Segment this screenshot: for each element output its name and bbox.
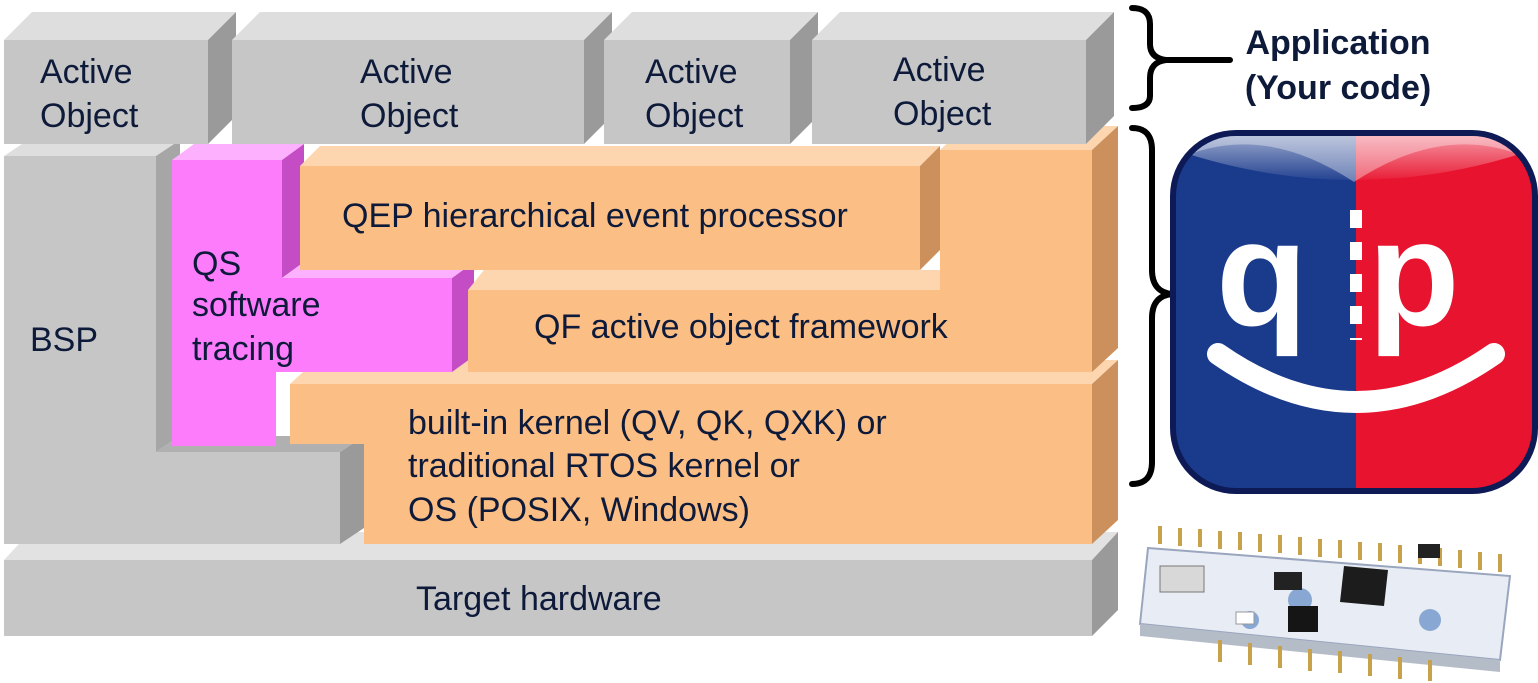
logo-letter-p: p [1368, 189, 1460, 357]
kernel-label-line3: OS (POSIX, Windows) [408, 491, 750, 529]
application-brace [1129, 5, 1233, 111]
active-object-block-4 [812, 12, 1114, 144]
active-object-block-1 [4, 12, 236, 144]
active-object-block-3 [604, 12, 818, 144]
nucleo-board-picture [1138, 526, 1512, 681]
active-object-1-line2: Object [40, 97, 139, 135]
kernel-label-line1: built-in kernel (QV, QK, QXK) or [408, 404, 887, 442]
qs-label-line1: QS [192, 245, 241, 283]
qep-label: QEP hierarchical event processor [342, 197, 848, 235]
application-label-line1: Application [1245, 24, 1430, 62]
active-object-2-line1: Active [360, 53, 453, 91]
target-hardware-label: Target hardware [416, 580, 662, 618]
logo-smile [1207, 343, 1505, 413]
kernel-label-line2: traditional RTOS kernel or [408, 447, 800, 485]
qs-label-line3: tracing [192, 330, 294, 368]
active-object-4-line1: Active [893, 51, 986, 89]
qp-logo: q p [1170, 130, 1538, 494]
active-object-2-line2: Object [360, 97, 459, 135]
logo-letter-q: q [1216, 189, 1308, 357]
board-mcu-chip [1340, 566, 1388, 606]
qep-block [300, 146, 940, 270]
qf-label: QF active object framework [534, 308, 949, 346]
board-usb-connector [1159, 565, 1205, 593]
active-object-1-line1: Active [40, 53, 133, 91]
active-object-4-line2: Object [893, 95, 992, 133]
active-object-3-line1: Active [645, 53, 738, 91]
qf-block [468, 270, 1092, 372]
application-label-line2: (Your code) [1245, 69, 1431, 107]
logo-red-half [1356, 136, 1532, 488]
active-object-3-line2: Object [645, 97, 744, 135]
qs-label-line2: software [192, 286, 321, 324]
bsp-label: BSP [30, 321, 98, 359]
framework-brace [1129, 125, 1175, 487]
logo-blue-half [1176, 136, 1356, 488]
